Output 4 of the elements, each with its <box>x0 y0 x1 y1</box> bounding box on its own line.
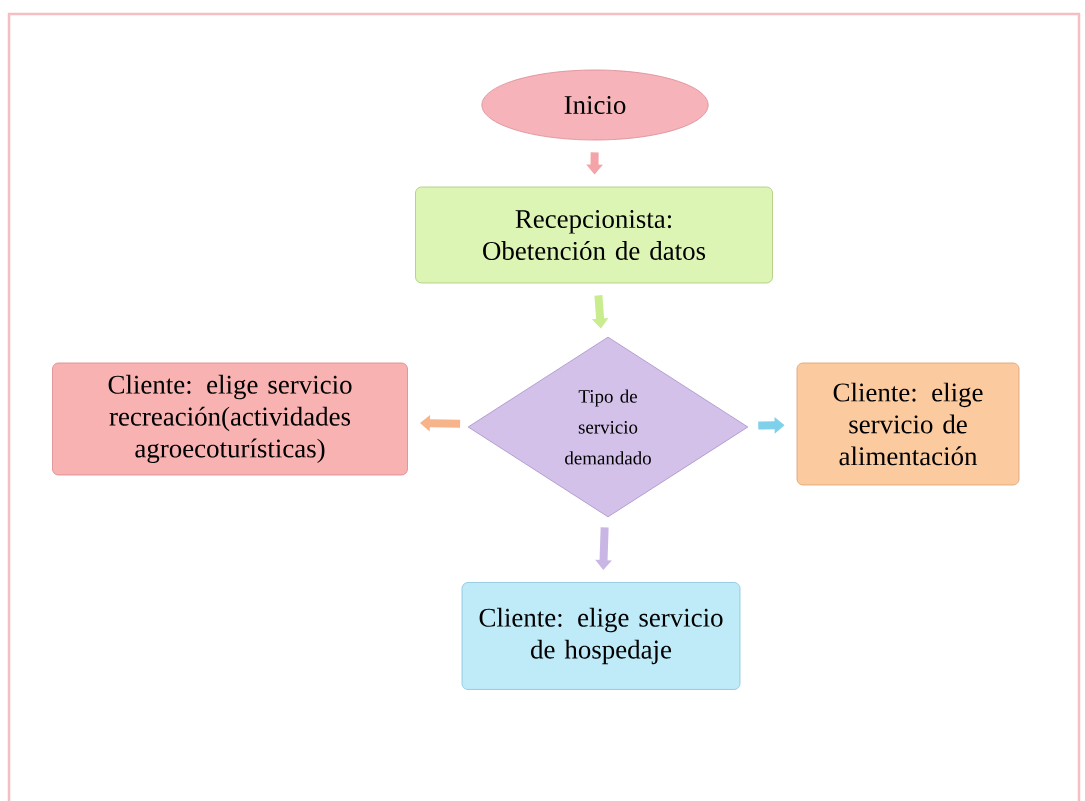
process-box: Cliente: elige servicio recreación(actividades agroecoturísticas) <box>52 362 408 476</box>
process-box: Recepcionista: Obetención de datos <box>415 186 773 284</box>
process-box: Cliente: elige servicio de alimentación <box>796 362 1020 486</box>
process-box: Cliente: elige servicio de hospedaje <box>461 582 741 690</box>
